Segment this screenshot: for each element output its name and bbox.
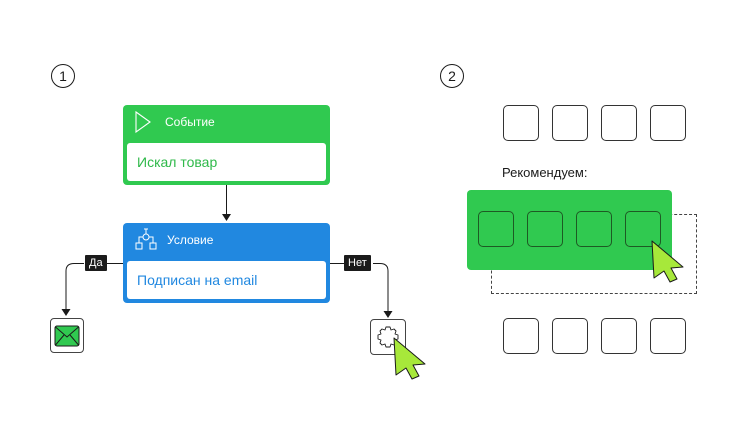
recommended-product-tile[interactable] [527,211,563,247]
product-tile[interactable] [601,318,637,354]
recommend-label: Рекомендуем: [502,165,588,180]
recommendation-block[interactable] [467,190,672,270]
arrowhead-no [383,311,393,318]
product-tile[interactable] [601,105,637,141]
step-number-2: 2 [440,64,464,88]
product-tile[interactable] [552,318,588,354]
condition-node[interactable]: Условие Подписан на email [123,223,330,303]
gear-icon [377,326,399,348]
event-node[interactable]: Событие Искал товар [123,105,330,185]
product-tile[interactable] [503,105,539,141]
play-triangle-icon [135,111,151,133]
condition-node-header: Условие [123,223,330,257]
arrowhead-condition [222,214,231,221]
event-node-title: Событие [165,115,215,129]
product-tile[interactable] [552,105,588,141]
connector-yes [65,263,84,310]
step-number-1: 1 [51,64,75,88]
send-email-action[interactable] [50,318,84,353]
recommended-product-tile[interactable] [576,211,612,247]
mouse-cursor-icon [393,337,426,380]
condition-node-value: Подписан на email [127,261,326,299]
recommended-product-tile[interactable] [478,211,514,247]
envelope-icon [54,325,80,346]
no-branch-label: Нет [344,255,371,271]
arrowhead-yes [61,309,71,316]
event-node-value: Искал товар [127,143,326,181]
product-tile[interactable] [503,318,539,354]
event-node-header: Событие [123,105,330,139]
drag-cursor-icon [651,240,684,283]
product-tile[interactable] [650,318,686,354]
branch-tree-icon [135,228,157,250]
recommended-product-tile[interactable] [625,211,661,247]
condition-node-title: Условие [167,233,214,247]
connector-no [373,263,389,312]
yes-branch-label: Да [85,255,107,271]
product-tile[interactable] [650,105,686,141]
